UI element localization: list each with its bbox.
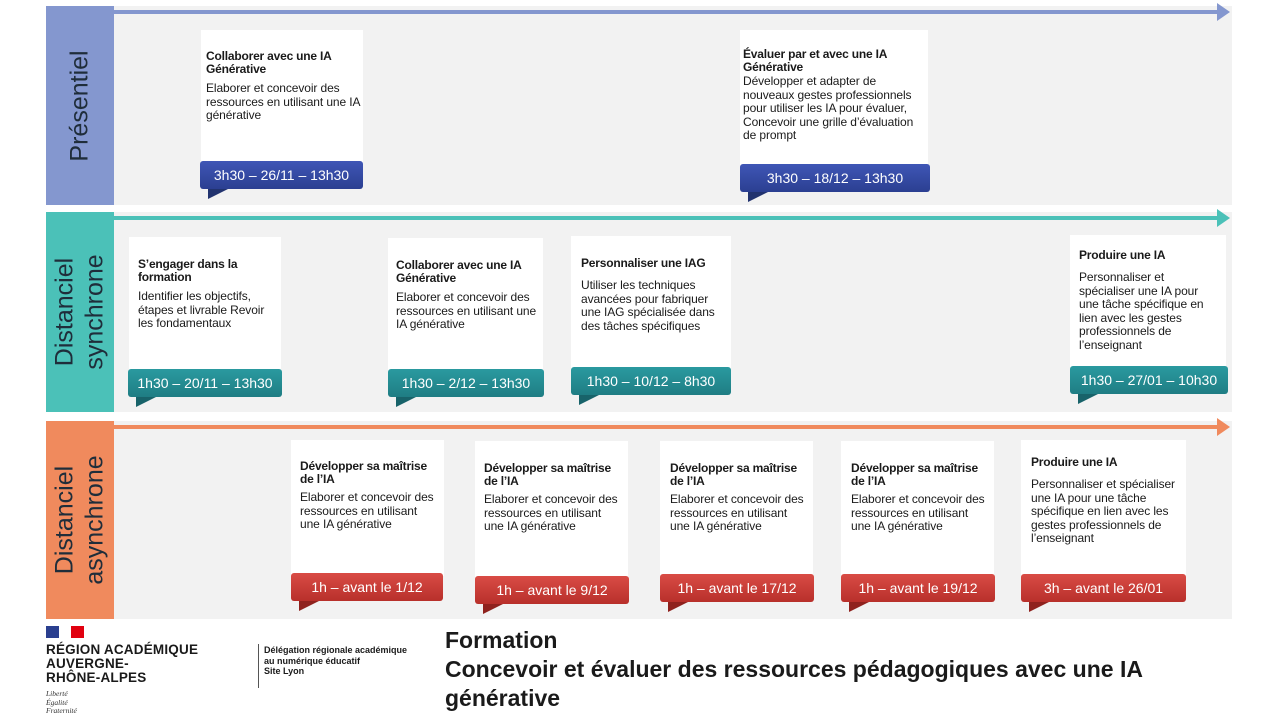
asynchrone-tag-2: 1h – avant le 9/12 bbox=[475, 576, 629, 614]
asynchrone-tag-3: 1h – avant le 17/12 bbox=[660, 574, 814, 612]
lane-asynchrone-label: Distanciel asynchrone bbox=[50, 455, 110, 584]
lane-presentiel-label: Présentiel bbox=[66, 49, 95, 162]
lane-synchrone: Distanciel synchrone bbox=[46, 212, 114, 412]
formation-title-line1: Concevoir et évaluer des ressources péda… bbox=[445, 656, 1143, 682]
lane-presentiel: Présentiel bbox=[46, 6, 114, 205]
lane-asynchrone-line2: asynchrone bbox=[81, 455, 109, 585]
presentiel-tag-1: 3h30 – 26/11 – 13h30 bbox=[200, 161, 363, 199]
card-desc: Elaborer et concevoir des ressources en … bbox=[396, 290, 537, 331]
card-title: Développer sa maîtrise de l’IA bbox=[851, 461, 978, 488]
asynchrone-card-5: Produire une IA Personnaliser et spécial… bbox=[1021, 440, 1186, 576]
card-title: Personnaliser une IAG bbox=[581, 256, 706, 270]
motto-liberte: Liberté bbox=[46, 689, 68, 698]
french-flag-icon bbox=[46, 626, 85, 638]
card-title: Développer sa maîtrise de l’IA bbox=[484, 461, 611, 488]
formation-title-line2: générative bbox=[445, 685, 561, 711]
region-line1: RÉGION ACADÉMIQUE bbox=[46, 642, 199, 657]
synchrone-card-1: S’engager dans la formation Identifier l… bbox=[129, 237, 281, 371]
asynchrone-card-3: Développer sa maîtrise de l’IA Elaborer … bbox=[660, 441, 813, 578]
asynchrone-tag-1: 1h – avant le 1/12 bbox=[291, 573, 443, 611]
synchrone-tag-3: 1h30 – 10/12 – 8h30 bbox=[571, 367, 731, 405]
delegation-line2: au numérique éducatif bbox=[264, 655, 361, 666]
region-name: RÉGION ACADÉMIQUE AUVERGNE- RHÔNE-ALPES bbox=[46, 643, 198, 685]
synchrone-arrow bbox=[114, 209, 1230, 227]
card-title: Collaborer avec une IA Générative bbox=[206, 49, 332, 76]
region-logo: RÉGION ACADÉMIQUE AUVERGNE- RHÔNE-ALPES … bbox=[46, 626, 198, 716]
card-title: Collaborer avec une IA Générative bbox=[396, 258, 522, 285]
region-line2: AUVERGNE- bbox=[46, 656, 129, 671]
delegation-text: Délégation régionale académique au numér… bbox=[264, 645, 407, 677]
card-title: S’engager dans la formation bbox=[138, 257, 238, 284]
delegation-line1: Délégation régionale académique bbox=[264, 645, 408, 655]
card-desc: Elaborer et concevoir des ressources en … bbox=[300, 490, 434, 531]
presentiel-tag-2: 3h30 – 18/12 – 13h30 bbox=[740, 164, 930, 202]
asynchrone-tag-4: 1h – avant le 19/12 bbox=[841, 574, 995, 612]
asynchrone-arrow bbox=[114, 418, 1230, 436]
lane-synchrone-line2: synchrone bbox=[81, 254, 110, 370]
card-desc: Elaborer et concevoir des ressources en … bbox=[484, 492, 618, 533]
asynchrone-card-4: Développer sa maîtrise de l’IA Elaborer … bbox=[841, 441, 994, 578]
card-desc: Personnaliser et spécialiser une IA pour… bbox=[1031, 477, 1175, 545]
lane-synchrone-label: Distanciel synchrone bbox=[50, 254, 110, 369]
synchrone-card-2: Collaborer avec une IA Générative Elabor… bbox=[388, 238, 543, 372]
lane-asynchrone-line1: Distanciel bbox=[51, 465, 79, 575]
delegation-line3: Site Lyon bbox=[264, 666, 305, 676]
presentiel-card-1: Collaborer avec une IA Générative Elabor… bbox=[201, 30, 363, 164]
lane-asynchrone: Distanciel asynchrone bbox=[46, 421, 114, 619]
synchrone-tag-2: 1h30 – 2/12 – 13h30 bbox=[388, 369, 544, 407]
card-desc: Elaborer et concevoir des ressources en … bbox=[206, 81, 360, 122]
synchrone-card-4: Produire une IA Personnaliser et spécial… bbox=[1070, 235, 1226, 369]
synchrone-tag-1: 1h30 – 20/11 – 13h30 bbox=[128, 369, 282, 407]
lane-synchrone-line1: Distanciel bbox=[51, 257, 80, 367]
card-desc: Identifier les objectifs, étapes et livr… bbox=[138, 289, 265, 330]
card-title: Développer sa maîtrise de l’IA bbox=[670, 461, 797, 488]
motto-egalite: Égalité bbox=[46, 697, 68, 707]
card-title: Produire une IA bbox=[1079, 248, 1166, 262]
motto: Liberté Égalité Fraternité bbox=[46, 689, 198, 716]
formation-title: Formation Concevoir et évaluer des resso… bbox=[445, 626, 1143, 713]
asynchrone-card-2: Développer sa maîtrise de l’IA Elaborer … bbox=[475, 441, 628, 578]
asynchrone-tag-5: 3h – avant le 26/01 bbox=[1021, 574, 1186, 612]
card-desc: Personnaliser et spécialiser une IA pour… bbox=[1079, 270, 1204, 352]
card-title: Développer sa maîtrise de l’IA bbox=[300, 459, 427, 486]
card-title: Produire une IA bbox=[1031, 455, 1118, 469]
motto-fraternite: Fraternité bbox=[46, 706, 77, 715]
synchrone-card-3: Personnaliser une IAG Utiliser les techn… bbox=[571, 236, 731, 370]
footer-divider bbox=[258, 644, 259, 688]
presentiel-card-2: Évaluer par et avec une IA Générative Dé… bbox=[740, 30, 928, 166]
card-desc: Utiliser les techniques avancées pour fa… bbox=[581, 278, 715, 333]
formation-label: Formation bbox=[445, 627, 558, 653]
synchrone-tag-4: 1h30 – 27/01 – 10h30 bbox=[1070, 366, 1228, 404]
region-line3: RHÔNE-ALPES bbox=[46, 670, 147, 685]
card-desc: Développer et adapter de nouveaux gestes… bbox=[743, 74, 914, 142]
card-desc: Elaborer et concevoir des ressources en … bbox=[851, 492, 985, 533]
card-desc: Elaborer et concevoir des ressources en … bbox=[670, 492, 804, 533]
presentiel-arrow bbox=[114, 3, 1230, 21]
card-title: Évaluer par et avec une IA Générative bbox=[743, 47, 887, 74]
asynchrone-card-1: Développer sa maîtrise de l’IA Elaborer … bbox=[291, 440, 444, 576]
